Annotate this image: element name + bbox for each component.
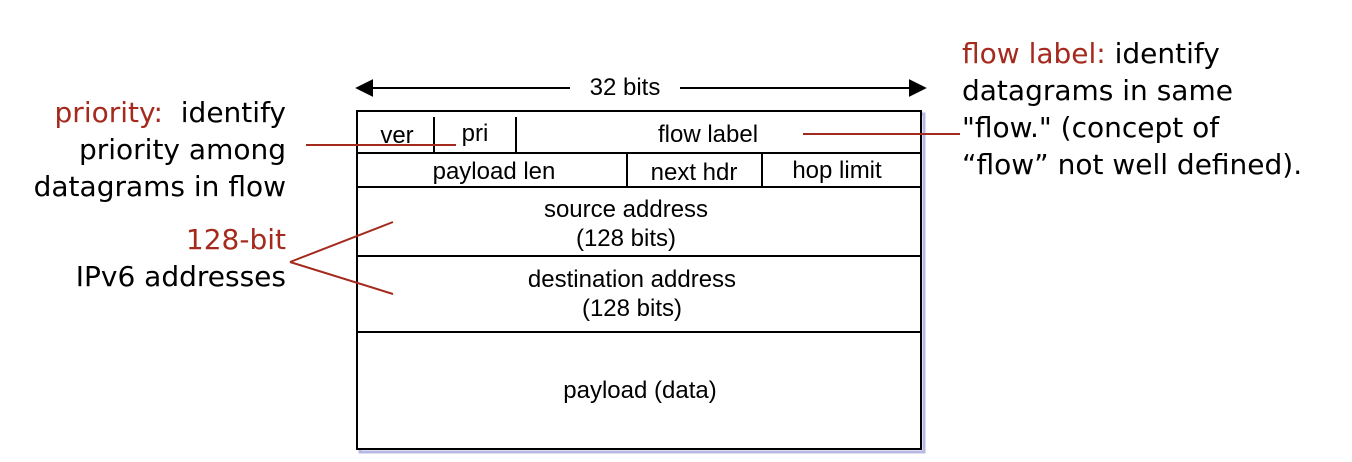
flow-label-annotation-line-2: datagrams in same (962, 74, 1233, 107)
priority-annotation-line-1: priority: identify (10, 94, 286, 131)
address-leader-line-destination (289, 261, 394, 295)
priority-line1-rest: identify (180, 96, 286, 129)
flow-label-annotation: flow label: identify datagrams in same "… (962, 35, 1342, 183)
field-flow-label: flow label (658, 121, 758, 148)
priority-annotation: priority: identify priority among datagr… (10, 94, 286, 205)
addresses-annotation-line-2: IPv6 addresses (75, 260, 286, 293)
field-pri: pri (462, 120, 489, 147)
field-destination-address: destination address (528, 266, 736, 293)
field-payload-len: payload len (433, 158, 556, 185)
flow-label-annotation-line-3: "flow." (concept of (962, 111, 1220, 144)
field-hop-limit: hop limit (792, 157, 882, 184)
header-box (356, 110, 922, 450)
addresses-term: 128-bit (185, 223, 286, 256)
priority-term: priority: (54, 96, 163, 129)
flow-label-annotation-line-4: “flow” not well defined). (962, 148, 1303, 181)
priority-annotation-line-2: priority among (78, 133, 286, 166)
field-next-hdr: next hdr (651, 159, 738, 186)
flow-label-annotation-line-1: flow label: identify (962, 35, 1342, 72)
priority-annotation-line-3: datagrams in flow (33, 170, 286, 203)
flow-label-line1-rest: identify (1114, 37, 1220, 70)
addresses-annotation: 128-bit IPv6 addresses (10, 221, 286, 295)
field-payload: payload (data) (563, 377, 716, 404)
field-source-address: source address (544, 196, 708, 223)
address-leader-line-source (289, 221, 394, 263)
field-destination-bits: (128 bits) (582, 295, 682, 322)
field-source-bits: (128 bits) (576, 225, 676, 252)
flow-label-term: flow label: (962, 37, 1106, 70)
width-label: 32 bits (570, 74, 680, 102)
